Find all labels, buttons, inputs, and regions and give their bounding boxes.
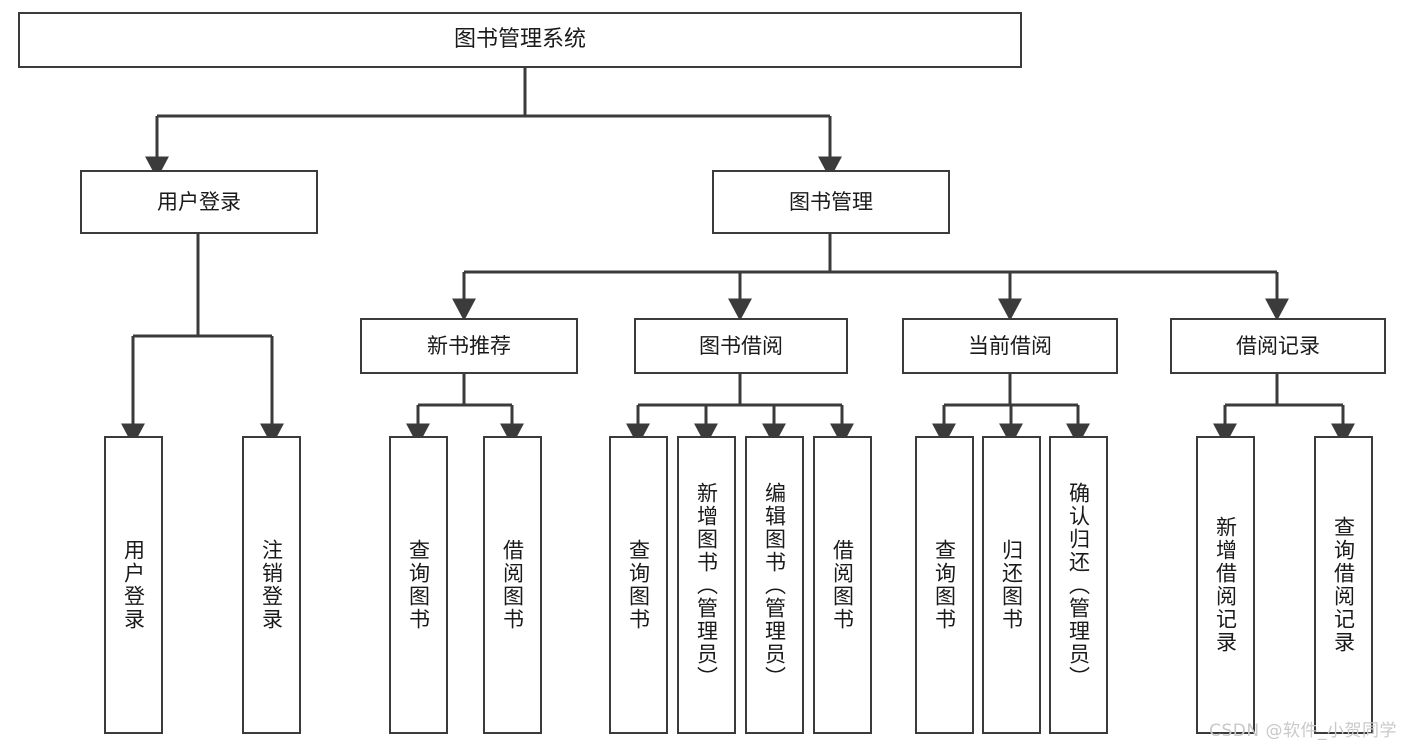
leaf-confirm-return-admin[interactable]: 确认归还（管理员） — [1049, 436, 1108, 734]
node-new-book-recommend[interactable]: 新书推荐 — [360, 318, 578, 374]
node-label: 图书管理 — [789, 189, 873, 214]
node-label: 查询图书 — [932, 539, 957, 631]
leaf-add-book-admin[interactable]: 新增图书（管理员） — [677, 436, 736, 734]
node-label: 查询借阅记录 — [1331, 516, 1356, 654]
leaf-query-book-current[interactable]: 查询图书 — [915, 436, 974, 734]
node-label: 借阅图书 — [830, 539, 855, 631]
node-label: 新增借阅记录 — [1213, 516, 1238, 654]
node-label: 注销登录 — [259, 539, 284, 631]
node-borrow-record[interactable]: 借阅记录 — [1170, 318, 1386, 374]
leaf-query-book-recommend[interactable]: 查询图书 — [389, 436, 448, 734]
node-book-borrow[interactable]: 图书借阅 — [634, 318, 848, 374]
node-label: 借阅记录 — [1236, 333, 1320, 358]
node-label: 查询图书 — [626, 539, 651, 631]
leaf-return-book[interactable]: 归还图书 — [982, 436, 1041, 734]
leaf-add-borrow-record[interactable]: 新增借阅记录 — [1196, 436, 1255, 734]
node-label: 借阅图书 — [500, 539, 525, 631]
leaf-user-login[interactable]: 用户登录 — [104, 436, 163, 734]
node-root-book-management-system[interactable]: 图书管理系统 — [18, 12, 1022, 68]
leaf-logout-login[interactable]: 注销登录 — [242, 436, 301, 734]
node-label: 用户登录 — [157, 189, 241, 214]
node-label: 用户登录 — [121, 539, 146, 631]
node-label: 归还图书 — [999, 539, 1024, 631]
node-label: 当前借阅 — [968, 333, 1052, 358]
leaf-query-borrow-record[interactable]: 查询借阅记录 — [1314, 436, 1373, 734]
node-label: 图书管理系统 — [453, 27, 586, 53]
node-current-borrow[interactable]: 当前借阅 — [902, 318, 1118, 374]
node-user-login[interactable]: 用户登录 — [80, 170, 318, 234]
node-label: 确认归还（管理员） — [1066, 481, 1091, 689]
node-label: 新增图书（管理员） — [694, 481, 719, 689]
node-label: 编辑图书（管理员） — [762, 481, 787, 689]
leaf-query-book-borrow[interactable]: 查询图书 — [609, 436, 668, 734]
leaf-borrow-book[interactable]: 借阅图书 — [813, 436, 872, 734]
leaf-borrow-book-recommend[interactable]: 借阅图书 — [483, 436, 542, 734]
node-label: 新书推荐 — [427, 333, 511, 358]
node-label: 图书借阅 — [699, 333, 783, 358]
node-book-management[interactable]: 图书管理 — [712, 170, 950, 234]
leaf-edit-book-admin[interactable]: 编辑图书（管理员） — [745, 436, 804, 734]
node-label: 查询图书 — [406, 539, 431, 631]
csdn-watermark: CSDN @软件_小贺同学 — [1209, 721, 1397, 741]
